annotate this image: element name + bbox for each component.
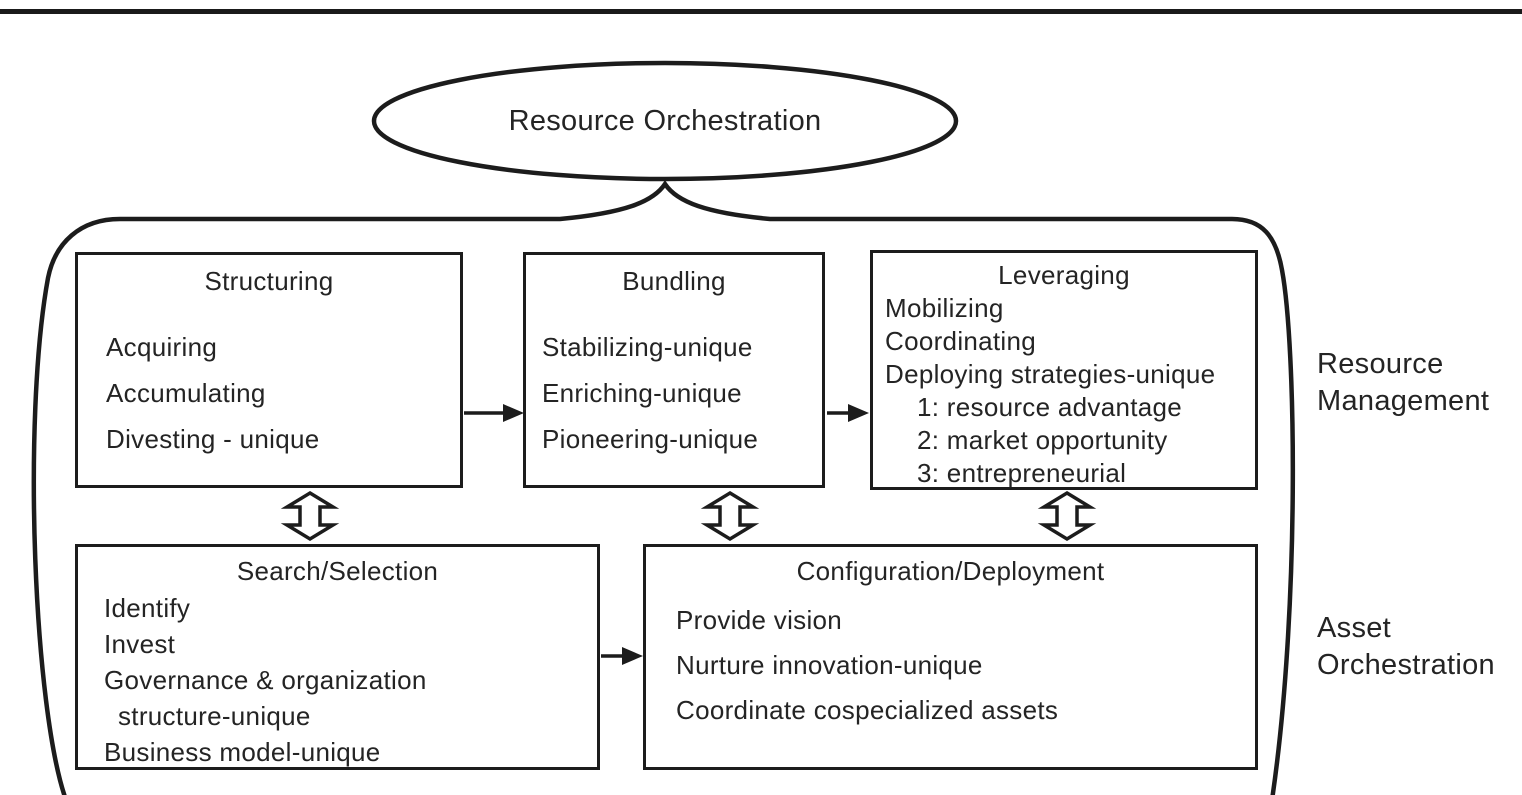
box-configuration-deployment: Configuration/Deployment Provide vision …: [643, 544, 1258, 770]
arrow-structuring-to-bundling-icon: [464, 404, 524, 422]
box-item: Divesting - unique: [106, 424, 320, 454]
top-divider: [0, 9, 1522, 14]
box-item: 1: resource advantage: [917, 392, 1183, 422]
box-structuring-title: Structuring: [204, 266, 334, 296]
box-configuration-deployment-title: Configuration/Deployment: [796, 556, 1105, 586]
box-item: Coordinating: [885, 326, 1037, 356]
box-item: Business model-unique: [104, 737, 381, 767]
box-item: Stabilizing-unique: [542, 332, 753, 362]
box-item: Acquiring: [106, 332, 218, 362]
side-label-line: Resource: [1317, 348, 1444, 380]
box-item: Invest: [104, 629, 176, 659]
ellipse-label: Resource Orchestration: [508, 104, 822, 137]
box-item: Pioneering-unique: [542, 424, 759, 454]
arrow-bundling-to-leveraging-icon: [827, 404, 869, 422]
side-label-asset-orchestration: Asset Orchestration: [1317, 610, 1495, 684]
box-leveraging-title: Leveraging: [998, 260, 1130, 290]
box-item: Governance & organization: [104, 665, 427, 695]
box-item: 3: entrepreneurial: [917, 458, 1127, 488]
box-item: Nurture innovation-unique: [676, 650, 983, 680]
double-arrow-structuring-search-icon: [280, 490, 340, 542]
box-item: Mobilizing: [885, 293, 1004, 323]
box-leveraging-items: Mobilizing Coordinating Deploying strate…: [873, 292, 1255, 490]
box-item: Identify: [104, 593, 191, 623]
arrow-search-to-configuration-icon: [601, 647, 643, 665]
box-bundling-title: Bundling: [622, 266, 726, 296]
box-search-selection-title: Search/Selection: [236, 556, 439, 586]
box-item: Deploying strategies-unique: [885, 359, 1216, 389]
side-label-line: Management: [1317, 385, 1490, 417]
box-item: Provide vision: [676, 605, 843, 635]
box-structuring: Structuring Acquiring Accumulating Dives…: [75, 252, 463, 488]
box-item: Accumulating: [106, 378, 266, 408]
box-leveraging: Leveraging Mobilizing Coordinating Deplo…: [870, 250, 1258, 490]
double-arrow-leveraging-configuration-icon: [1037, 490, 1097, 542]
resource-orchestration-ellipse: [371, 60, 959, 182]
box-structuring-items: Acquiring Accumulating Divesting - uniqu…: [78, 298, 460, 462]
box-search-selection-items: Identify Invest Governance & organizatio…: [78, 588, 597, 770]
side-label-resource-management: Resource Management: [1317, 346, 1489, 420]
box-item: Coordinate cospecialized assets: [676, 695, 1059, 725]
box-item: Enriching-unique: [542, 378, 742, 408]
side-label-line: Orchestration: [1317, 649, 1495, 681]
box-bundling-items: Stabilizing-unique Enriching-unique Pion…: [526, 298, 822, 462]
box-bundling: Bundling Stabilizing-unique Enriching-un…: [523, 252, 825, 488]
enclosing-brace: [31, 179, 1296, 795]
box-configuration-deployment-items: Provide vision Nurture innovation-unique…: [646, 588, 1255, 733]
box-item: 2: market opportunity: [917, 425, 1168, 455]
side-label-line: Asset: [1317, 612, 1392, 644]
box-item: structure-unique: [118, 701, 311, 731]
box-search-selection: Search/Selection Identify Invest Governa…: [75, 544, 600, 770]
double-arrow-bundling-configuration-icon: [700, 490, 760, 542]
